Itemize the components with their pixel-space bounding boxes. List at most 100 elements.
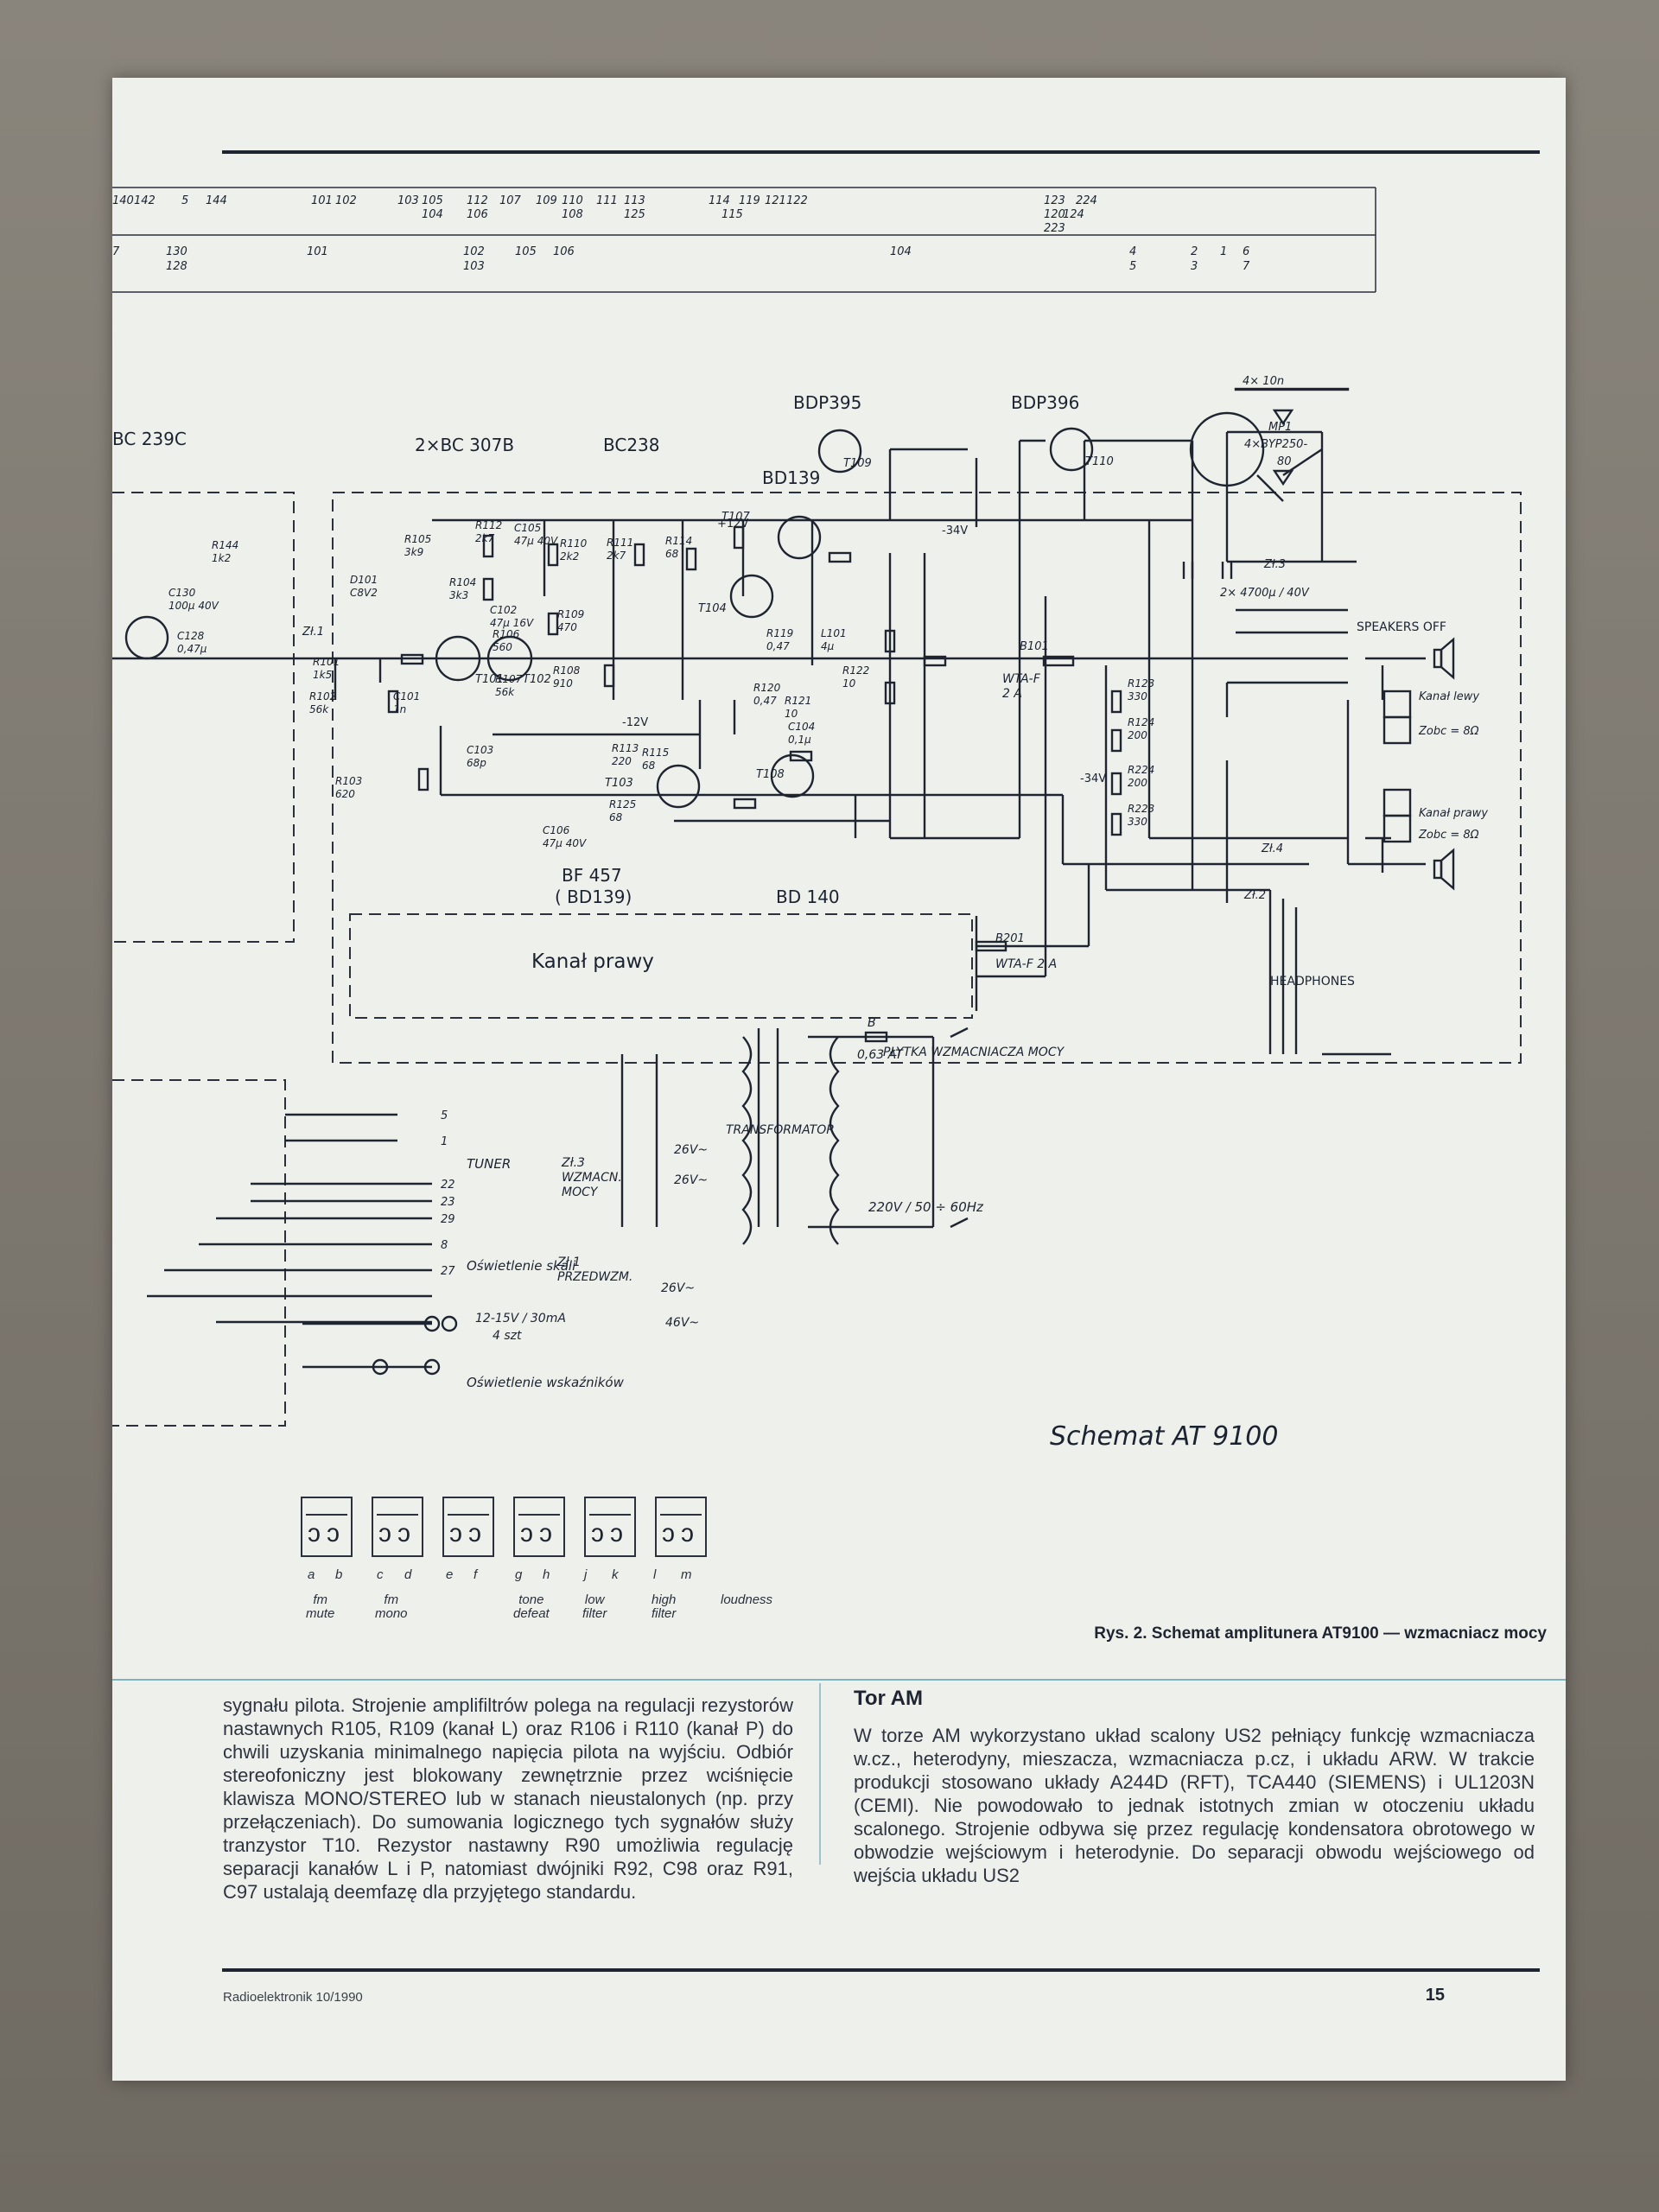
scale-number: 101 [311, 194, 333, 207]
wiring [112, 430, 1426, 1056]
scale-number: 120 [1044, 208, 1065, 221]
right-channel-outline [349, 913, 973, 1019]
schematic-label: Zł.1 [302, 626, 324, 639]
channel-label: Kanał prawy [531, 950, 654, 973]
key-function: tone defeat [513, 1592, 550, 1621]
tuner-pin: 5 [441, 1109, 448, 1122]
schematic-label: 220V / 50 ÷ 60Hz [868, 1199, 984, 1215]
component-label: 56k [309, 703, 329, 715]
scale-number: 102 [335, 194, 357, 207]
component-label: R108 [553, 664, 581, 677]
component-label: R223 [1128, 803, 1154, 815]
scale-number: 110 [562, 194, 583, 207]
component-label: C130 [168, 587, 196, 599]
scale-number: 142 [134, 194, 156, 207]
transistor-label: BC238 [603, 435, 660, 455]
key-function: loudness [721, 1592, 773, 1607]
scale-number: 123 [1044, 194, 1065, 207]
scale-number: 119 [739, 194, 760, 207]
schematic-label: 4 szt [493, 1329, 522, 1343]
scale-number: 114 [709, 194, 730, 207]
scale-number: 108 [562, 208, 583, 221]
component-label: 68 [642, 760, 656, 772]
component-label: 3k3 [449, 589, 468, 601]
scale-number: 101 [307, 245, 328, 258]
scale-number: 122 [786, 194, 808, 207]
key-function: fm mute [306, 1592, 335, 1621]
scale-number: 112 [467, 194, 488, 207]
component-label: 1k2 [212, 552, 231, 564]
component-label: R101 [313, 656, 340, 668]
component-label: R105 [404, 533, 431, 545]
scale-number: 106 [467, 208, 488, 221]
component-label: C105 [514, 522, 541, 534]
right-column: Tor AM W torze AM wykorzystano układ sca… [854, 1687, 1535, 1887]
board-label: PŁYTKA WZMACNIACZA MOCY [883, 1046, 1065, 1059]
component-label: R103 [335, 775, 362, 787]
component-symbols [387, 387, 1350, 952]
component-label: 2k2 [560, 550, 579, 563]
scale-number: 103 [397, 194, 419, 207]
key-letter: g [515, 1567, 523, 1582]
schematic-label: T110 [1085, 455, 1114, 468]
component-label: C101 [393, 690, 420, 702]
scale-number: 111 [596, 194, 618, 207]
schematic-label: Zł.3 [1263, 558, 1286, 571]
schematic-label: Zobc = 8Ω [1418, 725, 1479, 738]
component-label: R122 [842, 664, 869, 677]
scale-number: 124 [1063, 208, 1084, 221]
tuner-pin: 29 [441, 1213, 455, 1226]
schematic-label: MP1 [1268, 421, 1292, 434]
section-title: Tor AM [854, 1687, 923, 1710]
key-function: fm mono [375, 1592, 408, 1621]
component-label: R144 [212, 539, 238, 551]
component-label: 0,1μ [788, 734, 811, 746]
schematic-label: 4× 10n [1243, 375, 1284, 388]
component-label: R125 [609, 798, 636, 810]
transformer [620, 1027, 969, 1245]
component-label: R119 [766, 627, 793, 639]
key-letter: d [404, 1567, 412, 1582]
scale-number: 140 [112, 194, 134, 207]
component-label: C8V2 [350, 587, 378, 599]
component-label: R124 [1128, 716, 1154, 728]
schematic-label: 4×BYP250- [1244, 438, 1307, 451]
component-label: 68p [467, 757, 486, 769]
key-letter: a [308, 1567, 315, 1582]
component-label: 3k9 [404, 546, 423, 558]
component-label: R110 [560, 537, 588, 550]
scale-number: 103 [463, 260, 485, 273]
component-label: 10 [785, 708, 798, 720]
tuner-wiring [147, 1113, 458, 1376]
component-label: C106 [543, 824, 570, 836]
component-label: 47μ 40V [514, 535, 558, 547]
component-label: 0,47μ [177, 643, 207, 655]
magazine-footer: Radioelektronik 10/1990 [223, 1990, 363, 2005]
transistor-label: BD 140 [776, 887, 840, 907]
component-label: 470 [557, 621, 577, 633]
schematic-label: WZMACN. [562, 1171, 622, 1185]
figure-caption: Rys. 2. Schemat amplitunera AT9100 — wzm… [1094, 1624, 1547, 1643]
transistor-label: BD139 [762, 467, 820, 488]
scale-number: 128 [166, 260, 188, 273]
schematic-label: T102 [523, 673, 551, 686]
tuner-pin: 27 [441, 1265, 455, 1278]
schematic-label: B [868, 1016, 876, 1030]
component-label: R114 [665, 535, 692, 547]
component-label: 10 [842, 677, 856, 690]
schematic-label: 2× 4700μ / 40V [1220, 587, 1310, 600]
schematic-label: -34V [1080, 772, 1106, 785]
component-label: R112 [475, 519, 502, 531]
schematic-label: Zł.2 [1243, 889, 1266, 902]
scale-number: 130 [166, 245, 188, 258]
schematic-label: 2 A [1002, 687, 1022, 701]
column-divider [819, 1683, 821, 1865]
component-label: 620 [335, 788, 355, 800]
key-letter: m [681, 1567, 692, 1582]
key-letter: j [584, 1567, 588, 1582]
